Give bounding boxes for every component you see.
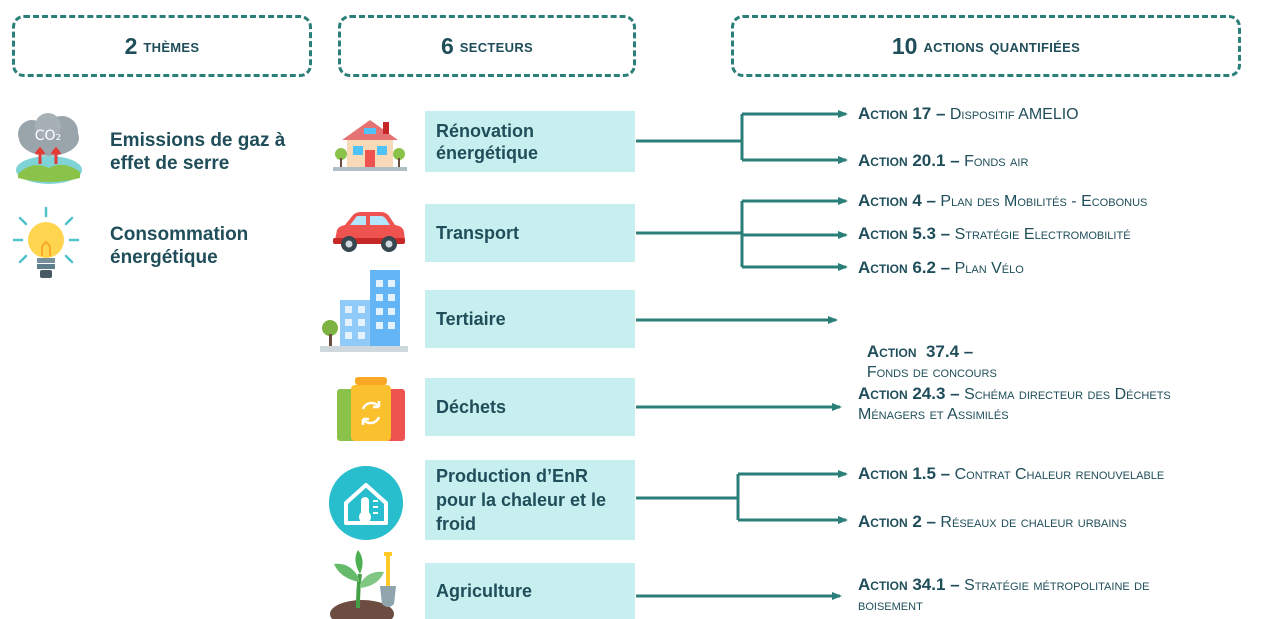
action-17-num: Action 17 –	[858, 104, 946, 123]
action-34-1-num: Action 34.1 –	[858, 575, 960, 594]
car-icon	[333, 212, 405, 252]
action-34-1-text-cont: boisement	[858, 597, 923, 614]
action-2: Action 2 – Réseaux de chaleur urbains	[858, 512, 1127, 533]
action-20-1: Action 20.1 – Fonds air	[858, 151, 1028, 172]
theme-ghg-label: Emissions de gaz à effet de serre	[110, 130, 286, 174]
sector-tertiaire: Tertiaire	[425, 290, 635, 348]
sector-agriculture: Agriculture	[425, 563, 635, 619]
action-24-3-text: Schéma directeur des Déchets	[964, 386, 1171, 403]
action-5-3: Action 5.3 – Stratégie Electromobilité	[858, 224, 1131, 245]
plant-shovel-icon	[330, 550, 396, 619]
header-actions-label: actions quantifiées	[923, 35, 1081, 56]
action-17: Action 17 – Dispositif AMELIO	[858, 104, 1079, 125]
action-1-5-text: Contrat Chaleur renouvelable	[954, 466, 1165, 483]
sector-renovation: Rénovation énergétique	[425, 111, 635, 172]
action-1-5: Action 1.5 – Contrat Chaleur renouvelabl…	[858, 464, 1164, 485]
action-6-2: Action 6.2 – Plan Vélo	[858, 258, 1024, 279]
theme-energy-label: Consommation énergétique	[110, 224, 249, 268]
action-34-1: Action 34.1 – Stratégie métropolitaine d…	[858, 575, 1149, 616]
header-actions-count: 10	[891, 32, 918, 59]
co2-cloud-icon: CO₂	[16, 113, 82, 184]
header-sectors: 6 secteurs	[338, 15, 636, 77]
sector-tertiaire-label: Tertiaire	[436, 309, 506, 329]
action-1-5-num: Action 1.5 –	[858, 464, 951, 483]
sector-dechets-label: Déchets	[436, 397, 507, 417]
lightbulb-icon	[12, 206, 80, 278]
action-24-3: Action 24.3 – Schéma directeur des Déche…	[858, 384, 1171, 425]
action-24-3-num: Action 24.3 –	[858, 384, 960, 403]
action-24-3-text-cont: Ménagers et Assimilés	[858, 406, 1009, 423]
header-themes: 2 thèmes	[12, 15, 312, 77]
action-20-1-num: Action 20.1 –	[858, 151, 960, 170]
sector-renovation-label: Rénovation énergétique	[436, 120, 539, 163]
smart-home-thermometer-icon	[329, 466, 403, 540]
action-5-3-text: Stratégie Electromobilité	[954, 226, 1131, 243]
header-sectors-label: secteurs	[459, 35, 533, 56]
action-34-1-text: Stratégie métropolitaine de	[964, 577, 1150, 594]
action-2-num: Action 2 –	[858, 512, 936, 531]
action-5-3-num: Action 5.3 –	[858, 224, 951, 243]
action-2-text: Réseaux de chaleur urbains	[940, 514, 1127, 531]
co2-label: CO₂	[35, 128, 61, 144]
action-17-text: Dispositif AMELIO	[949, 106, 1079, 123]
sector-agriculture-label: Agriculture	[436, 581, 533, 601]
action-37-4-num: Action 37.4 –	[866, 342, 974, 361]
sector-transport-label: Transport	[436, 223, 520, 243]
action-4: Action 4 – Plan des Mobilités - Ecobonus	[858, 191, 1147, 212]
sector-production-enr: Production d’EnR pour la chaleur et le f…	[425, 460, 635, 540]
action-4-text: Plan des Mobilités - Ecobonus	[940, 193, 1148, 210]
action-37-4: Action 37.4 – Fonds de concours	[858, 322, 997, 383]
action-20-1-text: Fonds air	[964, 153, 1029, 170]
action-6-2-num: Action 6.2 –	[858, 258, 951, 277]
sector-dechets: Déchets	[425, 378, 635, 436]
header-actions: 10 actions quantifiées	[731, 15, 1241, 77]
action-37-4-text: Fonds de concours	[866, 364, 997, 381]
header-themes-count: 2	[124, 32, 138, 59]
sector-transport: Transport	[425, 204, 635, 262]
action-4-num: Action 4 –	[858, 191, 936, 210]
header-themes-label: thèmes	[143, 35, 200, 56]
office-building-icon	[320, 270, 408, 352]
sector-production-enr-label: Production d’EnR pour la chaleur et le f…	[436, 466, 607, 534]
house-icon	[333, 120, 407, 171]
recycling-bins-icon	[337, 377, 405, 441]
action-6-2-text: Plan Vélo	[954, 260, 1024, 277]
header-sectors-count: 6	[441, 32, 454, 59]
